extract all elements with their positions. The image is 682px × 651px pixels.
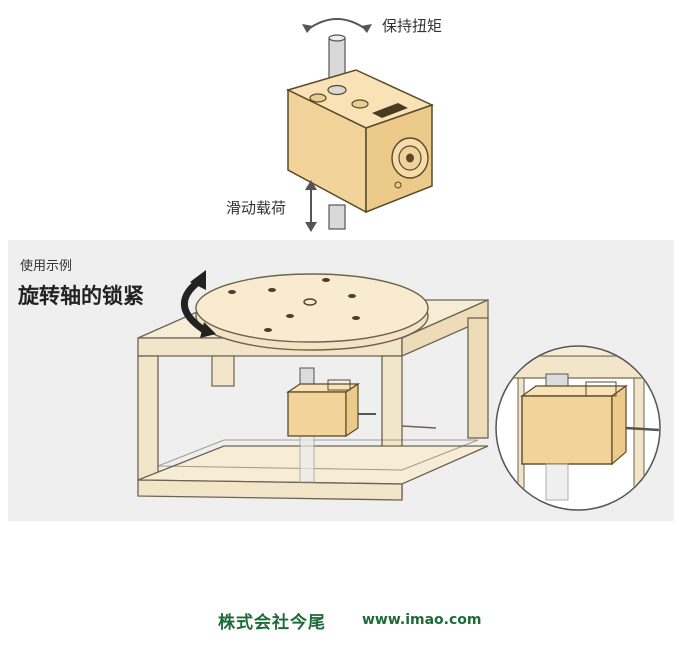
- usage-example-label: 使用示例: [20, 259, 73, 274]
- logo-plate: [372, 103, 408, 118]
- clamp-block: [287, 391, 347, 437]
- rotation-arrow-icon: [306, 18, 368, 31]
- sliding-load-label: 滑动载荷: [226, 199, 287, 217]
- footer-url[interactable]: www.imao.com: [362, 612, 482, 628]
- holding-torque-label: 保持扭矩: [382, 17, 443, 35]
- usage-heading: 旋转轴的锁紧: [18, 284, 144, 308]
- footer-company: 株式会社今尾: [218, 613, 326, 633]
- rotation-arrow-icon: [180, 279, 207, 333]
- top-clamp-illustration: [285, 18, 435, 232]
- rotary-table-illustration: [137, 270, 661, 511]
